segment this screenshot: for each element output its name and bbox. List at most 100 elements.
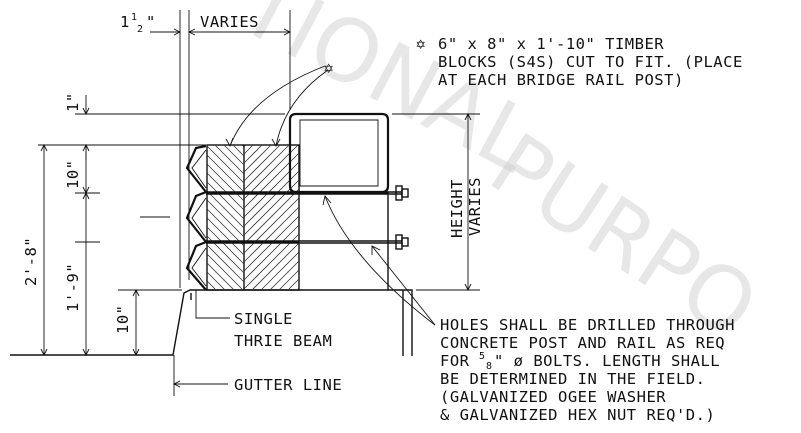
hatch-line (243, 188, 300, 245)
dim-top-left-unit: " (146, 13, 156, 31)
hatch-line (296, 287, 300, 291)
holes-note-line4: BE DETERMINED IN THE FIELD. (440, 370, 705, 388)
thrie-leader (195, 290, 230, 319)
hatch-line (206, 199, 245, 238)
hatch-line (223, 144, 245, 166)
leaders (195, 65, 436, 326)
notes: ✡ ✡ 6" x 8" x 1'-10" TIMBER BLOCKS (S4S)… (234, 35, 743, 424)
hatch-line (206, 253, 244, 291)
hatch-line (206, 163, 245, 202)
hatch-line (214, 144, 245, 175)
hatch-line (243, 144, 272, 173)
dimension-labels: 1 1 2 " VARIES 1" 10" 2'-8" 1'-9" 10" HE… (22, 12, 484, 334)
timber-blocks (206, 144, 300, 291)
dim-height-varies (392, 113, 480, 291)
dim-top-left-whole: 1 (120, 13, 130, 31)
hex-nut-lower (395, 234, 403, 250)
pavement (10, 289, 413, 356)
dimension-lines (38, 10, 480, 396)
hatch-line (243, 144, 290, 191)
dim-height-label-2: VARIES (466, 177, 484, 236)
hex-nut-upper (395, 185, 403, 201)
bolts (206, 185, 409, 250)
holes-note-line2: CONCRETE POST AND RAIL AS REQ (440, 334, 725, 352)
dim-top-left-den: 2 (137, 24, 143, 35)
timber-note-line2: BLOCKS (S4S) CUT TO FIT. (PLACE (438, 53, 743, 71)
pavement-outline (10, 289, 413, 356)
thrie-note-line1: SINGLE (234, 310, 293, 328)
thrie-beam (185, 144, 208, 291)
hatch-line (206, 271, 226, 291)
bolt-upper (206, 191, 402, 195)
rail-seat (299, 192, 389, 290)
hatch-line (243, 224, 300, 281)
hatch-line (260, 251, 300, 291)
hatch-line (206, 244, 245, 283)
hatch-line (206, 181, 245, 220)
dim-top-right: VARIES (200, 13, 259, 31)
holes-frac-den: 8 (486, 361, 492, 372)
dim-1ft9-arrows (82, 191, 90, 357)
washer-lower (401, 237, 409, 247)
holes-leader-1-arrow (371, 245, 381, 255)
dim-10in-top-label: 10" (64, 160, 82, 190)
rail-outer (288, 112, 390, 194)
hatch-line (206, 154, 245, 193)
holes-leader-1 (371, 245, 436, 326)
holes-frac-num: 5 (479, 351, 485, 362)
hatch-line (206, 217, 245, 256)
washer-upper (401, 188, 409, 198)
holes-note-line1: HOLES SHALL BE DRILLED THROUGH (440, 316, 735, 334)
thrie-note-line2: THRIE BEAM (234, 332, 332, 350)
hatch-line (206, 280, 217, 291)
timber-note-line1: 6" x 8" x 1'-10" TIMBER (438, 35, 664, 53)
thrie-beam-profile (185, 144, 208, 291)
holes-note-line3-pre: FOR (440, 352, 470, 370)
hatch-line (278, 269, 300, 291)
holes-note-line6: & GALVANIZED HEX NUT REQ'D.) (440, 406, 715, 424)
hatch-line (206, 262, 235, 291)
timber-note-line3: AT EACH BRIDGE RAIL POST) (438, 71, 684, 89)
hatch-line (206, 190, 245, 229)
hatch-line (206, 226, 245, 265)
hatch-line (243, 144, 281, 182)
timber-leader-2 (275, 69, 329, 147)
holes-leader-2-arrow (322, 195, 332, 206)
hatch-line (287, 278, 300, 291)
timber-symbol: ✡ (416, 35, 426, 53)
holes-note-line5: (GALVANIZED OGEE WASHER (440, 388, 666, 406)
dim-10in-bottom-arrows (132, 288, 140, 357)
timber-leader-1 (229, 65, 326, 147)
hatch-line (241, 144, 245, 148)
hatch-line (232, 144, 245, 157)
gutter-line-label: GUTTER LINE (234, 376, 342, 394)
holes-leader-2 (324, 195, 436, 326)
dim-height-label-1: HEIGHT (448, 179, 466, 238)
dim-height-arrows (464, 112, 472, 292)
dim-10in-bottom-label: 10" (114, 305, 132, 335)
dim-top-left-num: 1 (131, 12, 137, 23)
dim-2ft8-arrows (40, 143, 48, 357)
holes-note-line3-post: " ø BOLTS. LENGTH SHALL (494, 352, 720, 370)
rail-inner (299, 119, 379, 187)
hatch-line (206, 235, 245, 274)
left-extension-lines (38, 113, 285, 291)
timber-symbol-ref: ✡ (324, 59, 334, 77)
hatch-line (251, 242, 300, 291)
hatch-line (243, 206, 300, 263)
top-dim-arrows (173, 28, 292, 36)
hatch-line (206, 208, 245, 247)
hatch-line (269, 260, 300, 291)
hatch-line (243, 197, 300, 254)
hatch-line (243, 144, 254, 155)
timber-leader-1-arrow (225, 137, 234, 148)
bridge-rail (288, 112, 390, 290)
hatch-line (243, 144, 263, 164)
dim-1ft9-label: 1'-9" (64, 263, 82, 312)
dim-1in-label: 1" (64, 92, 82, 112)
gutter-leader (172, 380, 228, 388)
hatch-line (206, 145, 245, 184)
hatch-left (206, 144, 245, 291)
